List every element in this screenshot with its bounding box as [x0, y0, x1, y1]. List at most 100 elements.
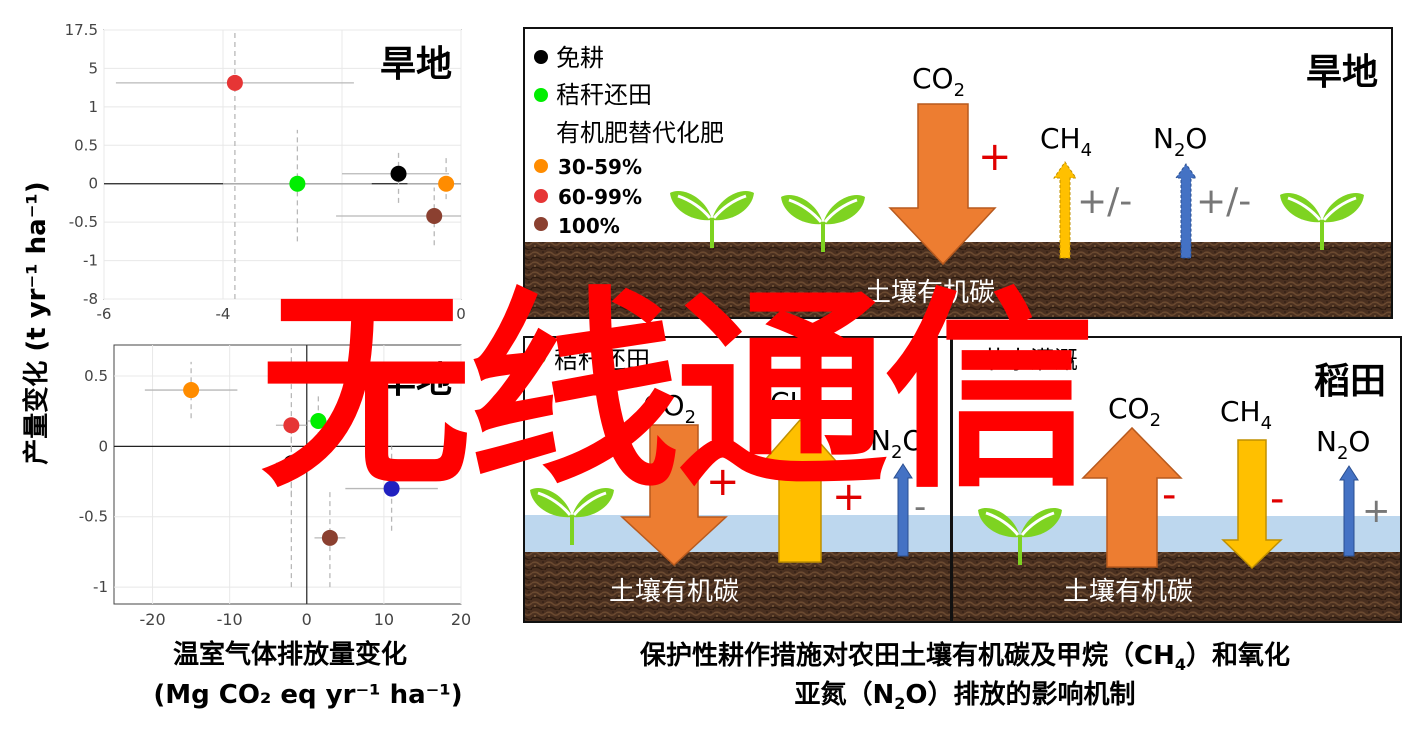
upland-panel-label: 旱地: [380, 44, 452, 85]
x-tick-label: 0: [456, 305, 466, 323]
upland-n2o-sign: +/-: [1196, 181, 1251, 222]
legend-label-60-99: 60-99%: [558, 185, 642, 209]
paddy-plot-frame: [113, 344, 462, 605]
paddy-irrigation-n2o-sign: +: [1362, 491, 1391, 531]
y-tick-label: 0: [88, 175, 98, 193]
upland-ch4-sign: +/-: [1077, 181, 1132, 222]
paddy-panel-label: 旱地: [380, 360, 452, 401]
paddy-straw-water-layer: [525, 515, 950, 552]
paddy-irrigation-n2o-label: N2O: [1316, 425, 1370, 464]
data-point: [289, 175, 306, 192]
diagram-caption-line2: 亚氮（N2O）排放的影响机制: [794, 679, 1135, 713]
paddy-irrigation-ch4-sign: -: [1270, 476, 1284, 522]
paddy-straw-co2-label: CO2: [643, 389, 696, 428]
paddy-straw-ch4-label: CH4: [770, 386, 822, 425]
y-tick-label: -8: [83, 290, 98, 308]
legend-marker-straw: [534, 88, 548, 102]
upland-gridlines: [103, 29, 462, 300]
x-tick-label: -20: [139, 610, 165, 629]
x-tick-label: 0: [302, 610, 312, 629]
upland-n2o-arrow-icon: [1175, 163, 1197, 259]
paddy-straw-ch4-arrow-icon: [756, 418, 844, 563]
y-tick-label: 17.5: [65, 21, 98, 39]
data-point: [283, 417, 300, 434]
paddy-straw-mechanism-diagram: 秸秆还田 CO2 + CH4 + N2O - 土壤有机碳: [523, 336, 952, 623]
data-point: [321, 529, 338, 546]
paddy-straw-marker: [532, 350, 546, 364]
upland-soil-label: 土壤有机碳: [865, 278, 995, 308]
paddy-straw-soil-label: 土壤有机碳: [609, 577, 739, 607]
y-tick-label: -0.5: [79, 508, 108, 526]
paddy-x-tick-labels: -20 -10 0 10 20: [139, 610, 471, 629]
legend-marker-30-59: [534, 159, 548, 173]
legend-marker-100: [534, 217, 548, 231]
paddy-straw-n2o-label: N2O: [870, 424, 924, 463]
data-point: [226, 74, 243, 91]
x-tick-label: -6: [97, 305, 112, 323]
upland-y-tick-labels: 17.5 5 1 0.5 0 -0.5 -1 -8: [65, 21, 98, 308]
paddy-irrigation-n2o-arrow-icon: [1339, 465, 1359, 557]
y-axis-label: 产量变化 (t yr⁻¹ ha⁻¹): [21, 181, 52, 464]
paddy-diagram-label: 稻田: [1314, 361, 1386, 402]
diagram-caption-line1: 保护性耕作措施对农田土壤有机碳及甲烷（CH4）和氧化: [639, 640, 1290, 674]
legend-label-100: 100%: [558, 214, 620, 238]
paddy-irrigation-soil-label: 土壤有机碳: [1063, 577, 1193, 607]
paddy-straw-n2o-sign: -: [914, 487, 926, 527]
paddy-data-marks: [144, 347, 438, 588]
upland-soil-layer: [525, 242, 1391, 317]
upland-scatter-panel: 17.5 5 1 0.5 0 -0.5 -1 -8 -6 -4 -2 0 旱地: [65, 21, 466, 323]
upland-diagram-label: 旱地: [1306, 52, 1378, 93]
data-point: [383, 480, 400, 497]
legend-label-30-59: 30-59%: [558, 155, 642, 179]
legend-label-straw: 秸秆还田: [556, 81, 652, 109]
upland-plot-frame: [103, 29, 462, 300]
upland-mechanism-diagram: 免耕 秸秆还田 有机肥替代化肥 30-59% 60-99% 100% CO2 +…: [523, 27, 1393, 319]
data-point: [283, 455, 300, 472]
paddy-irrigation-soil-layer: [953, 552, 1400, 621]
y-tick-label: 1: [88, 98, 98, 116]
data-point: [310, 413, 327, 430]
paddy-straw-ch4-sign: +: [832, 474, 866, 520]
upland-n2o-label: N2O: [1153, 122, 1207, 161]
paddy-irrigation-mechanism-diagram: 节水灌溉 稻田 CO2 - CH4 - N2O + 土壤有机碳: [951, 336, 1402, 623]
y-tick-label: -0.5: [69, 213, 98, 231]
paddy-scatter-panel: 0.5 0 -0.5 -1 -20 -10 0 10 20 旱地: [79, 344, 471, 629]
upland-co2-sign: +: [978, 134, 1012, 180]
y-tick-label: 0.5: [74, 136, 98, 154]
paddy-irrigation-co2-arrow-icon: [1081, 426, 1183, 568]
upland-x-tick-labels: -6 -4 -2 0: [97, 305, 466, 323]
y-tick-label: -1: [93, 578, 108, 596]
y-tick-label: 0: [98, 437, 108, 455]
paddy-straw-soil-layer: [525, 552, 950, 621]
x-tick-label: 20: [451, 610, 471, 629]
x-tick-label: -10: [217, 610, 243, 629]
x-tick-label: 10: [374, 610, 394, 629]
legend-marker-60-99: [534, 189, 548, 203]
paddy-irrigation-ch4-label: CH4: [1220, 395, 1272, 434]
upland-co2-arrow-icon: [888, 103, 997, 266]
legend-label-no-till: 免耕: [556, 44, 604, 72]
upland-data-marks: [115, 30, 461, 299]
y-tick-label: -1: [83, 252, 98, 270]
paddy-straw-n2o-arrow-icon: [893, 463, 913, 557]
paddy-gridlines: [114, 345, 462, 604]
data-point: [183, 382, 200, 399]
upland-co2-label: CO2: [912, 62, 965, 101]
diagram-legend: 免耕 秸秆还田 有机肥替代化肥 30-59% 60-99% 100%: [534, 44, 724, 238]
data-point: [390, 165, 407, 182]
y-tick-label: 0.5: [84, 367, 108, 385]
x-axis-label-line1: 温室气体排放量变化: [173, 639, 407, 670]
paddy-straw-co2-arrow-icon: [620, 424, 728, 567]
paddy-straw-header: 秸秆还田: [554, 346, 650, 374]
legend-subtitle-organic-manure: 有机肥替代化肥: [556, 119, 724, 147]
paddy-y-tick-labels: 0.5 0 -0.5 -1: [79, 367, 108, 596]
legend-marker-no-till: [534, 50, 548, 64]
y-tick-label: 5: [88, 59, 98, 77]
x-axis-label-line2: (Mg CO₂ eq yr⁻¹ ha⁻¹): [153, 680, 462, 710]
paddy-straw-co2-sign: +: [706, 459, 740, 505]
x-tick-label: -2: [335, 305, 350, 323]
x-tick-label: -4: [216, 305, 231, 323]
paddy-irrigation-co2-label: CO2: [1108, 392, 1161, 431]
paddy-irrigation-header: 节水灌溉: [982, 346, 1078, 374]
